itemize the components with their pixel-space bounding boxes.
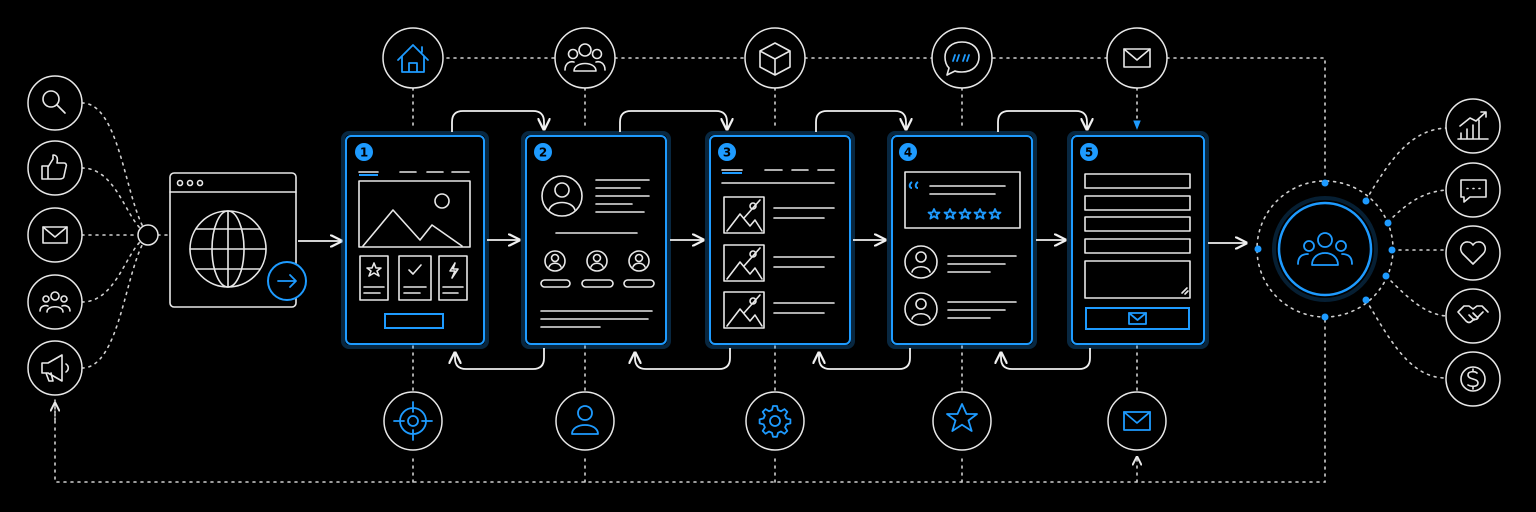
step-badge [355,143,373,161]
cta-button[interactable] [384,313,444,329]
community-hub [1254,179,1396,321]
avatar [541,175,583,217]
gear-icon[interactable] [745,391,805,451]
join-node [137,224,159,246]
step-number: 1 [360,146,368,160]
product-list [723,196,835,329]
submit-button[interactable] [1085,307,1190,330]
mail-icon[interactable] [1106,27,1168,89]
hero-image-placeholder [358,180,471,248]
globe-icon [189,210,267,288]
star-icon [366,262,382,277]
top-icons [382,27,1168,89]
form-field[interactable] [1084,238,1191,254]
step-card-5: 5 [1067,131,1209,349]
team-avatars [540,250,655,288]
step-number: 2 [539,146,547,160]
thumbs-up-icon[interactable] [27,140,83,196]
step-card-4: 4 [887,131,1037,349]
megaphone-icon[interactable] [27,340,83,396]
step-number: 5 [1085,146,1093,160]
target-icon[interactable] [383,391,443,451]
mail-icon[interactable] [1107,391,1167,451]
user-icon[interactable] [555,391,615,451]
message-textarea[interactable] [1084,260,1191,299]
search-icon[interactable] [27,75,83,131]
source-icons [27,75,83,396]
go-arrow-button[interactable] [267,261,307,301]
quote-icon [908,181,919,189]
review-list [904,245,1017,326]
handshake-icon[interactable] [1445,288,1501,344]
step-card-1: 1 [341,131,489,349]
message-icon[interactable] [1445,162,1501,218]
dollar-icon[interactable] [1445,351,1501,407]
feature-tiles [359,255,468,301]
team-icon[interactable] [554,27,616,89]
form-field[interactable] [1084,216,1191,232]
star-icon[interactable] [932,391,992,451]
heart-icon[interactable] [1445,225,1501,281]
outcome-icons [1445,98,1501,407]
growth-chart-icon[interactable] [1445,98,1501,154]
box-icon[interactable] [744,27,806,89]
form-field[interactable] [1084,195,1191,211]
rating-stars [927,208,1002,220]
website-window [169,172,307,308]
step-number: 3 [723,146,731,160]
check-icon [408,264,422,275]
step-number: 4 [904,146,912,160]
form-field[interactable] [1084,173,1191,189]
contact-form [1084,173,1191,330]
home-icon[interactable] [382,27,444,89]
bolt-icon [449,262,459,279]
step-card-3: 3 [705,131,855,349]
ring-nodes [1254,179,1396,321]
bottom-icons [383,391,1167,451]
group-icon[interactable] [27,274,83,330]
step-card-2: 2 [521,131,671,349]
flow-arrows [452,110,1245,370]
community-icon [1297,232,1353,266]
mail-icon[interactable] [27,207,83,263]
chat-bubble-icon[interactable] [931,27,993,89]
testimonial-box [904,171,1021,229]
